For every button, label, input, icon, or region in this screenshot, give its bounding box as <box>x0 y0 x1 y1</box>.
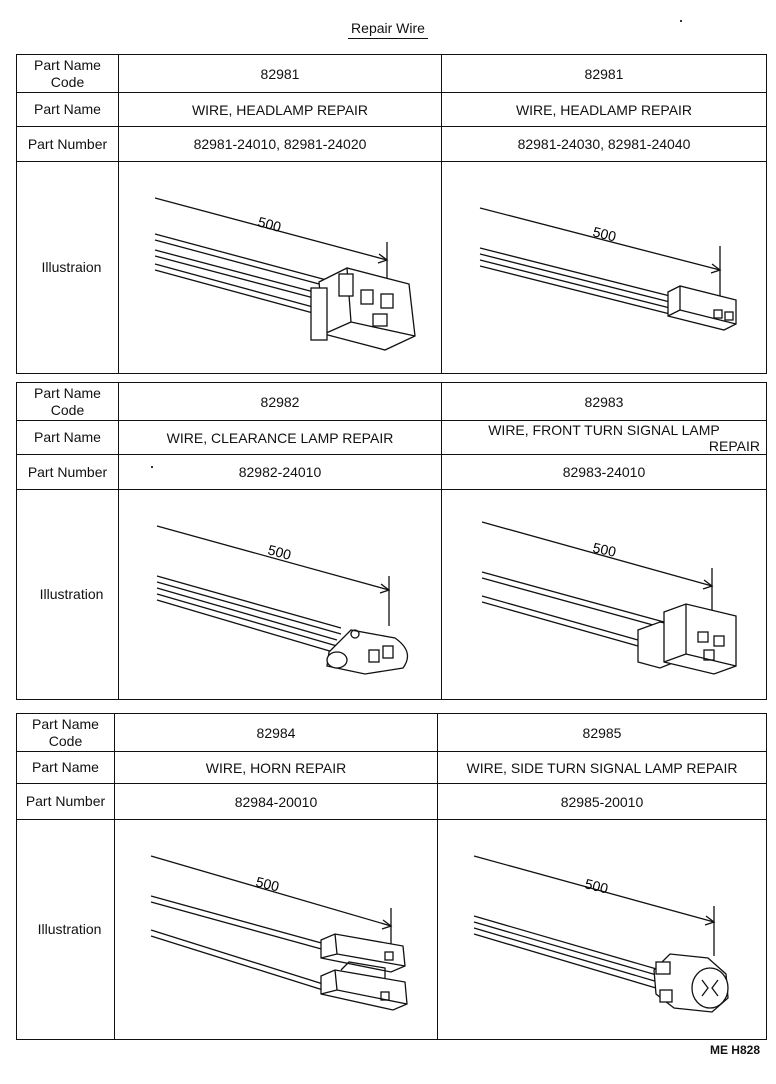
illustration-label: Illustration <box>16 819 115 1040</box>
part-number-label: Part Number <box>16 454 119 490</box>
part-name: WIRE, HORN REPAIR <box>114 751 438 784</box>
part-number: 82982-24010 <box>118 454 442 490</box>
illustration-cell: 500 <box>441 489 767 700</box>
connector-front-turn-signal-icon: 500 <box>481 520 737 675</box>
illustration-label: Illustration <box>16 489 119 700</box>
part-code: 82984 <box>114 713 438 752</box>
svg-text:500: 500 <box>256 213 283 235</box>
part-name-label: Part Name <box>16 751 115 784</box>
part-code: 82983 <box>441 382 767 421</box>
part-name-label: Part Name <box>16 92 119 127</box>
repair-wire-section-3: Part Name Code 82984 82985 Part Name WIR… <box>16 713 767 1040</box>
illustration-cell: 500 <box>437 819 767 1040</box>
connector-horn-icon: 500 <box>150 854 408 1011</box>
part-name-label: Part Name <box>16 420 119 455</box>
part-name: WIRE, HEADLAMP REPAIR <box>441 92 767 127</box>
part-name: WIRE, SIDE TURN SIGNAL LAMP REPAIR <box>437 751 767 784</box>
svg-text:500: 500 <box>254 873 281 894</box>
part-code: 82981 <box>118 54 442 93</box>
part-code: 82985 <box>437 713 767 752</box>
connector-side-turn-signal-icon: 500 <box>473 854 729 1013</box>
part-name-code-label: Part Name Code <box>16 382 119 421</box>
scan-speck <box>680 20 682 22</box>
part-number-label: Part Number <box>16 126 119 162</box>
part-number: 82981-24010, 82981-24020 <box>118 126 442 162</box>
connector-clearance-lamp-icon: 500 <box>156 524 409 675</box>
part-name-code-label: Part Name Code <box>16 54 119 93</box>
part-number: 82983-24010 <box>441 454 767 490</box>
illustration-label: Illustraion <box>16 161 119 374</box>
part-code: 82981 <box>441 54 767 93</box>
illustration-cell: 500 <box>114 819 438 1040</box>
svg-text:500: 500 <box>583 875 610 896</box>
illustration-cell: 500 <box>441 161 767 374</box>
svg-text:500: 500 <box>591 539 617 560</box>
illustration-cell: 500 <box>118 489 442 700</box>
part-number-label: Part Number <box>16 783 115 820</box>
illustration-cell: 500 <box>118 161 442 374</box>
scan-speck <box>151 466 153 468</box>
svg-text:500: 500 <box>591 223 618 244</box>
repair-wire-section-1: Part Name Code 82981 82981 Part Name WIR… <box>16 54 767 374</box>
part-number: 82984-20010 <box>114 783 438 820</box>
connector-headlamp-large-icon: 500 <box>154 196 416 351</box>
part-code: 82982 <box>118 382 442 421</box>
part-number: 82985-20010 <box>437 783 767 820</box>
part-number: 82981-24030, 82981-24040 <box>441 126 767 162</box>
part-name-code-label: Part Name Code <box>16 713 115 752</box>
part-name: WIRE, HEADLAMP REPAIR <box>118 92 442 127</box>
page-title: Repair Wire <box>0 20 776 39</box>
connector-headlamp-small-icon: 500 <box>479 206 737 331</box>
drawing-code: ME H828 <box>709 1043 760 1057</box>
repair-wire-section-2: Part Name Code 82982 82983 Part Name WIR… <box>16 382 767 700</box>
part-name: WIRE, CLEARANCE LAMP REPAIR <box>118 420 442 455</box>
svg-text:500: 500 <box>266 541 293 563</box>
